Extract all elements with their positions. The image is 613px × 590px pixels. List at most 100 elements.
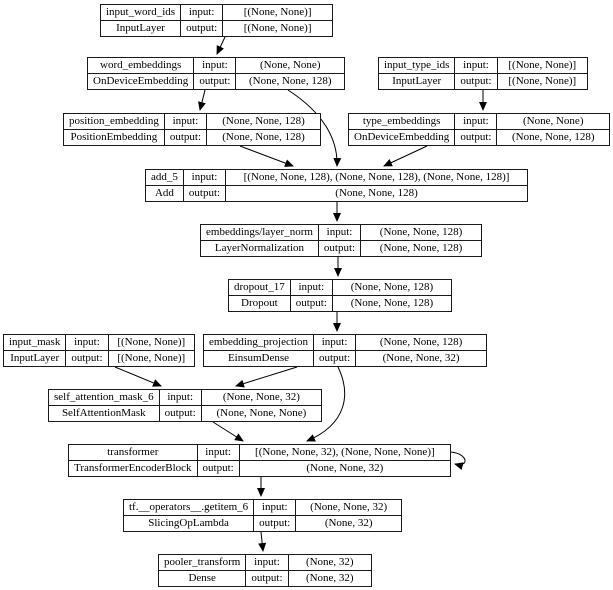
output-shape: (None, None, 128): [360, 240, 481, 256]
layer-node-position_embedding: position_embedding input:(None, None, 128…: [63, 113, 321, 146]
output-shape: (None, None, None): [200, 405, 321, 421]
output-label: output:: [312, 350, 356, 366]
input-label: input:: [289, 280, 332, 295]
input-shape: (None, 32): [287, 555, 371, 570]
input-shape: (None, None): [496, 114, 609, 129]
input-shape: (None, None, 128): [355, 335, 486, 350]
input-shape: (None, None, 32): [200, 390, 321, 405]
input-label: input:: [312, 335, 355, 350]
input-shape: [(None, None)]: [496, 58, 587, 73]
output-label: output:: [454, 73, 497, 89]
input-shape: (None, None, 128): [206, 114, 320, 129]
layer-name: input_word_ids: [106, 6, 176, 18]
output-label: output:: [193, 73, 236, 89]
layer-name: position_embedding: [69, 115, 159, 127]
input-shape: (None, None, 32): [295, 500, 401, 515]
input-label: input:: [65, 335, 107, 350]
layer-class: InputLayer: [379, 73, 455, 89]
input-shape: (None, None): [235, 58, 344, 73]
layer-name: self_attention_mask_6: [54, 391, 154, 403]
input-shape: [(None, None)]: [222, 5, 332, 20]
output-label: output:: [182, 185, 226, 201]
layer-class: SlicingOpLambda: [124, 515, 254, 531]
output-shape: (None, None, 128): [331, 295, 451, 311]
layer-node-word_embeddings: word_embeddings input:(None, None) OnDevic…: [87, 57, 345, 90]
layer-node-transformer: transformer input:[(None, None, 32), (Non…: [68, 444, 451, 477]
input-label: input:: [253, 500, 295, 515]
output-shape: (None, None, 128): [235, 73, 344, 89]
output-shape: [(None, None)]: [496, 73, 587, 89]
layer-node-input_mask: input_mask input:[(None, None)] InputLayer…: [3, 334, 195, 367]
edge-word_embeddings-to-add_5: [287, 89, 342, 167]
input-label: input:: [196, 445, 239, 460]
output-label: output:: [196, 460, 239, 476]
input-label: input:: [193, 58, 235, 73]
output-shape: (None, None, 32): [238, 460, 450, 476]
input-shape: (None, None, 128): [360, 225, 481, 240]
layer-name: embedding_projection: [209, 336, 308, 348]
layer-name: dropout_17: [234, 281, 285, 293]
input-label: input:: [158, 390, 201, 405]
output-shape: (None, None, 32): [355, 350, 486, 366]
layer-class: LayerNormalization: [201, 240, 318, 256]
edge-self_attention_mask_6-to-transformer: [212, 421, 244, 442]
input-label: input:: [180, 5, 222, 20]
output-label: output:: [317, 240, 361, 256]
edge-input_word_ids-to-word_embeddings: [216, 36, 226, 55]
output-label: output:: [65, 350, 108, 366]
edge-transformer-to-transformer: [450, 451, 466, 471]
edge-word_embeddings-to-position_embedding: [198, 89, 206, 111]
layer-name: pooler_transform: [164, 556, 241, 568]
layer-class: EinsumDense: [204, 350, 313, 366]
edge-type_embeddings-to-add_5: [383, 145, 428, 167]
layer-name: tf.__operators__.getitem_6: [129, 501, 249, 513]
output-label: output:: [253, 515, 296, 531]
layer-class: TransformerEncoderBlock: [69, 460, 197, 476]
layer-class: SelfAttentionMask: [49, 405, 159, 421]
output-label: output:: [289, 295, 332, 311]
layer-node-embedding_projection: embedding_projection input:(None, None, 1…: [203, 334, 487, 367]
layer-class: Add: [146, 185, 183, 201]
edge-embedding_projection-to-transformer: [306, 366, 346, 442]
output-shape: [(None, None)]: [107, 350, 194, 366]
input-label: input:: [163, 114, 206, 129]
output-label: output:: [454, 129, 497, 145]
input-shape: [(None, None)]: [107, 335, 194, 350]
layer-class: OnDeviceEmbedding: [88, 73, 194, 89]
output-label: output:: [180, 20, 223, 36]
output-shape: (None, 32): [287, 570, 371, 586]
output-shape: (None, 32): [295, 515, 401, 531]
edge-getitem_6-to-pooler_transform: [258, 531, 267, 552]
layer-name: type_embeddings: [362, 115, 441, 127]
input-shape: (None, None, 128): [331, 280, 451, 295]
output-shape: [(None, None)]: [222, 20, 332, 36]
layer-class: InputLayer: [4, 350, 66, 366]
layer-node-getitem_6: tf.__operators__.getitem_6 input:(None, N…: [123, 499, 402, 532]
input-shape: [(None, None, 32), (None, None, None)]: [238, 445, 450, 460]
layer-node-embeddings_layer_norm: embeddings/layer_norm input:(None, None, …: [200, 224, 482, 257]
input-label: input:: [317, 225, 360, 240]
input-label: input:: [454, 58, 496, 73]
edge-embedding_projection-to-self_attention_mask_6: [235, 366, 298, 388]
layer-class: Dense: [159, 570, 246, 586]
layer-name: word_embeddings: [100, 59, 182, 71]
output-label: output:: [163, 129, 206, 145]
input-label: input:: [454, 114, 496, 129]
layer-name: transformer: [107, 446, 159, 458]
output-label: output:: [158, 405, 201, 421]
layer-name: input_mask: [9, 336, 61, 348]
input-label: input:: [182, 170, 225, 185]
input-label: input:: [245, 555, 287, 570]
layer-name: add_5: [151, 171, 178, 183]
layer-name: embeddings/layer_norm: [206, 226, 313, 238]
output-shape: (None, None, 128): [225, 185, 527, 201]
layer-node-dropout_17: dropout_17 input:(None, None, 128) Dropout…: [228, 279, 452, 312]
layer-class: Dropout: [229, 295, 290, 311]
